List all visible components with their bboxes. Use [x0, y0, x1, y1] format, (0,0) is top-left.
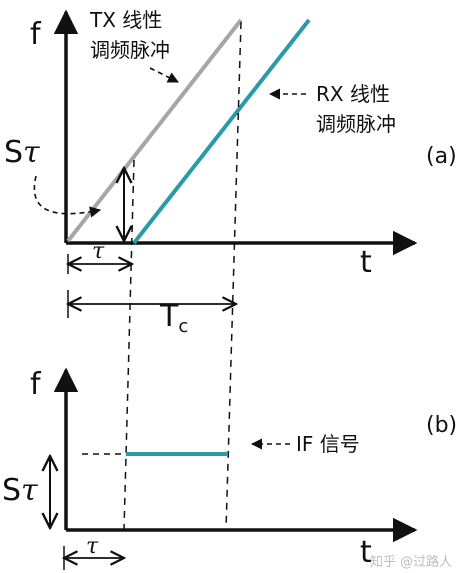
tx-chirp-line [66, 18, 243, 243]
tx-label-leader [149, 67, 180, 83]
s-tau-leader [33, 175, 102, 218]
if-label: IF 信号 [296, 432, 360, 456]
bottom-y-axis-label: f [30, 367, 42, 402]
bottom-panel-tag: (b) [426, 413, 457, 438]
top-panel: f t (a) TX 线性 调频脉冲 RX 线性 调频脉冲 Sτ τ Tc [4, 8, 457, 531]
top-panel-tag: (a) [426, 144, 457, 169]
tx-label-line2: 调频脉冲 [90, 38, 170, 62]
tau-dash-line [123, 159, 135, 531]
bottom-x-axis-label: t [360, 535, 372, 570]
top-tau-label: τ [92, 239, 105, 264]
bottom-tau-label: τ [86, 534, 99, 559]
tc-dash-line [225, 21, 242, 531]
tx-label-line1: TX 线性 [89, 8, 162, 32]
top-y-axis-label: f [30, 17, 42, 52]
bottom-s-label: Sτ [2, 473, 38, 508]
rx-label-line2: 调频脉冲 [316, 112, 396, 136]
top-s-label: Sτ [4, 135, 40, 170]
bottom-panel: f t (b) IF 信号 Sτ τ [2, 367, 457, 570]
tc-label: Tc [159, 299, 188, 337]
watermark: 知乎 @过路人 [370, 554, 452, 570]
top-x-axis-label: t [360, 245, 372, 280]
rx-chirp-line [132, 18, 311, 245]
rx-label-line1: RX 线性 [316, 82, 390, 106]
